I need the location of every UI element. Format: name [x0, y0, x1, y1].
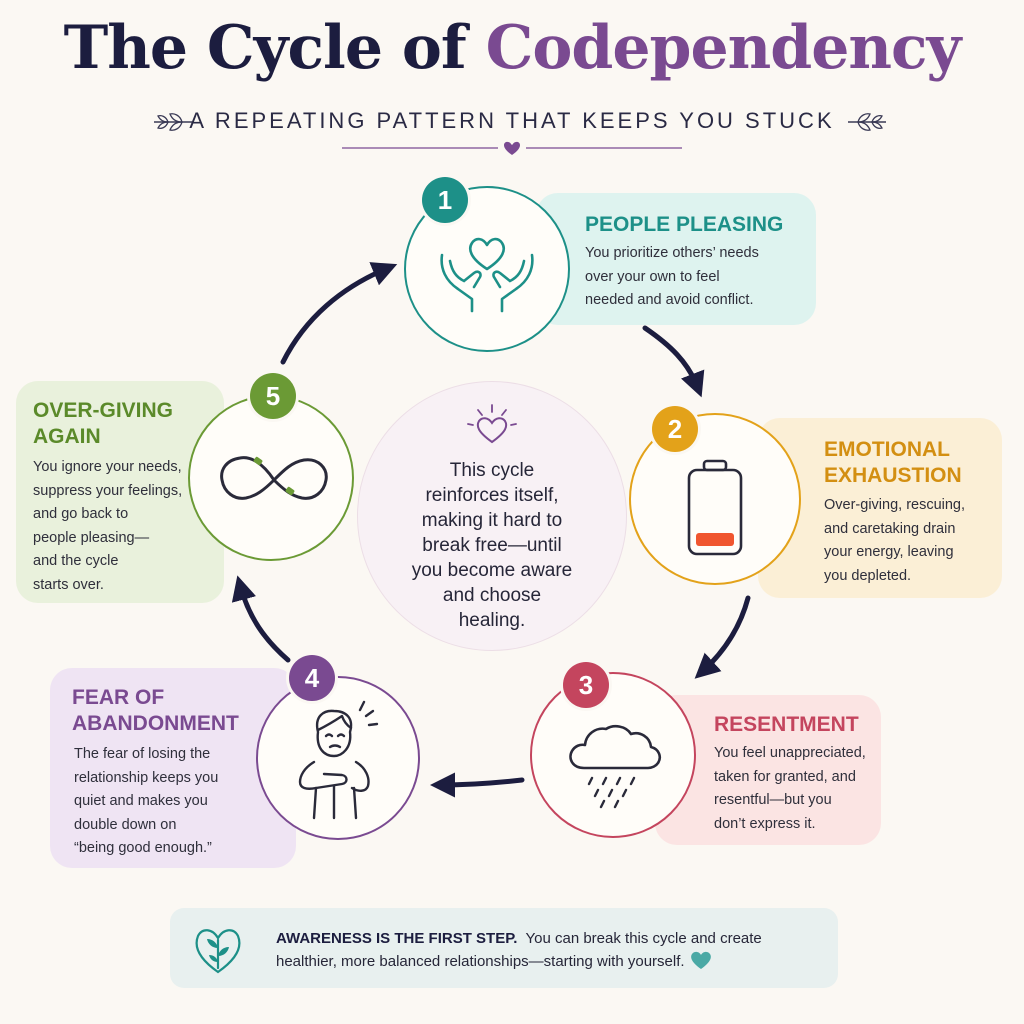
center-line: and choose	[442, 585, 542, 606]
sparkle-heart-icon	[467, 404, 517, 444]
awareness-banner	[170, 908, 838, 988]
desc-line: resentful—but you	[714, 792, 832, 808]
center-line: healing.	[458, 610, 526, 631]
title-part-accent: Codependency	[485, 13, 962, 83]
subtitle: A REPEATING PATTERN THAT KEEPS YOU STUCK	[189, 108, 835, 133]
worried-person-icon	[298, 700, 379, 820]
arrow-4-to-5	[231, 575, 291, 663]
desc-line: You feel unappreciated,	[714, 745, 866, 761]
step-1-badge: 1	[422, 177, 468, 223]
arrow-5-to-1	[280, 262, 398, 365]
step-2-description: Over-giving, rescuing, and caretaking dr…	[824, 494, 965, 588]
title-line: ABANDONMENT	[72, 712, 239, 735]
step-3-badge: 3	[563, 662, 609, 708]
desc-line: taken for granted, and	[714, 768, 856, 785]
center-line: reinforces itself,	[425, 485, 559, 506]
desc-line: needed and avoid conflict.	[585, 292, 754, 308]
banner-line-2-text: healthier, more balanced relationships—s…	[276, 953, 685, 970]
heart-icon	[690, 951, 711, 969]
desc-line: suppress your feelings,	[33, 482, 183, 499]
divider-heart	[342, 141, 682, 155]
step-4-circle	[256, 676, 420, 840]
step-4-title: FEAR OF ABANDONMENT	[72, 685, 239, 737]
step-3-description: You feel unappreciated, taken for grante…	[714, 742, 866, 836]
center-line: break free—until	[422, 535, 562, 556]
step-2-title: EMOTIONAL EXHAUSTION	[824, 437, 962, 489]
desc-line: relationship keeps you	[74, 769, 219, 786]
banner-lead: AWARENESS IS THE FIRST STEP.	[276, 930, 518, 947]
arrow-2-to-3	[694, 595, 751, 679]
leaf-sprig-right-icon	[848, 113, 886, 131]
desc-line: double down on	[74, 816, 177, 833]
leaf-sprig-left-icon	[154, 113, 192, 131]
title-line: EMOTIONAL	[824, 438, 950, 461]
banner-message: AWARENESS IS THE FIRST STEP. You can bre…	[276, 928, 816, 973]
title-line: AGAIN	[33, 425, 101, 448]
desc-line: starts over.	[33, 576, 104, 593]
desc-line: You prioritize others’ needs	[585, 245, 759, 261]
step-4-description: The fear of losing the relationship keep…	[74, 743, 218, 861]
desc-line: quiet and makes you	[74, 793, 208, 809]
desc-line: your energy, leaving	[824, 544, 954, 560]
rain-cloud-icon	[569, 724, 662, 809]
step-1-title: PEOPLE PLEASING	[585, 212, 783, 238]
step-5-title: OVER-GIVING AGAIN	[33, 398, 173, 450]
desc-line: You ignore your needs,	[33, 459, 182, 475]
step-1-card	[536, 193, 816, 325]
step-5-description: You ignore your needs, suppress your fee…	[33, 456, 182, 597]
desc-line: you depleted.	[824, 567, 912, 584]
sprout-heart-icon	[195, 929, 241, 974]
step-3-title: RESENTMENT	[714, 712, 859, 738]
desc-line: Over-giving, rescuing,	[824, 497, 966, 513]
step-4-badge: 4	[289, 655, 335, 701]
step-2-badge: 2	[652, 406, 698, 452]
desc-line: The fear of losing the	[74, 746, 211, 762]
center-message: This cycle reinforces itself, making it …	[380, 458, 604, 633]
center-line: you become aware	[411, 560, 573, 581]
step-3-circle	[530, 672, 696, 838]
page-title: The Cycle of Codependency	[0, 8, 1024, 88]
title-line: OVER-GIVING	[33, 399, 174, 422]
title-line: PEOPLE PLEASING	[585, 213, 784, 236]
low-battery-icon	[687, 459, 743, 556]
title-line: EXHAUSTION	[824, 464, 962, 487]
step-1-description: You prioritize others’ needs over your o…	[585, 242, 759, 313]
infinity-loop-icon	[220, 456, 328, 500]
title-line: RESENTMENT	[714, 713, 859, 736]
center-circle	[357, 381, 627, 651]
banner-line-1-rest: You can break this cycle and create	[517, 930, 762, 947]
center-line: making it hard to	[421, 510, 563, 531]
arrow-3-to-4	[430, 772, 525, 798]
desc-line: over your own to feel	[585, 268, 720, 285]
desc-line: people pleasing—	[33, 529, 150, 546]
step-5-badge: 5	[250, 373, 296, 419]
desc-line: and go back to	[33, 506, 129, 522]
banner-line-1: AWARENESS IS THE FIRST STEP. You can bre…	[276, 928, 816, 950]
center-line: This cycle	[449, 460, 535, 481]
desc-line: “being good enough.”	[74, 840, 212, 856]
desc-line: don’t express it.	[714, 815, 816, 832]
hands-heart-icon	[440, 237, 534, 313]
step-4-card	[50, 668, 296, 868]
banner-line-2: healthier, more balanced relationships—s…	[276, 950, 816, 973]
title-part-dark: The Cycle of	[63, 13, 486, 83]
title-line: FEAR OF	[72, 686, 165, 709]
desc-line: and the cycle	[33, 553, 119, 569]
desc-line: and caretaking drain	[824, 520, 956, 537]
arrow-1-to-2	[642, 325, 705, 398]
